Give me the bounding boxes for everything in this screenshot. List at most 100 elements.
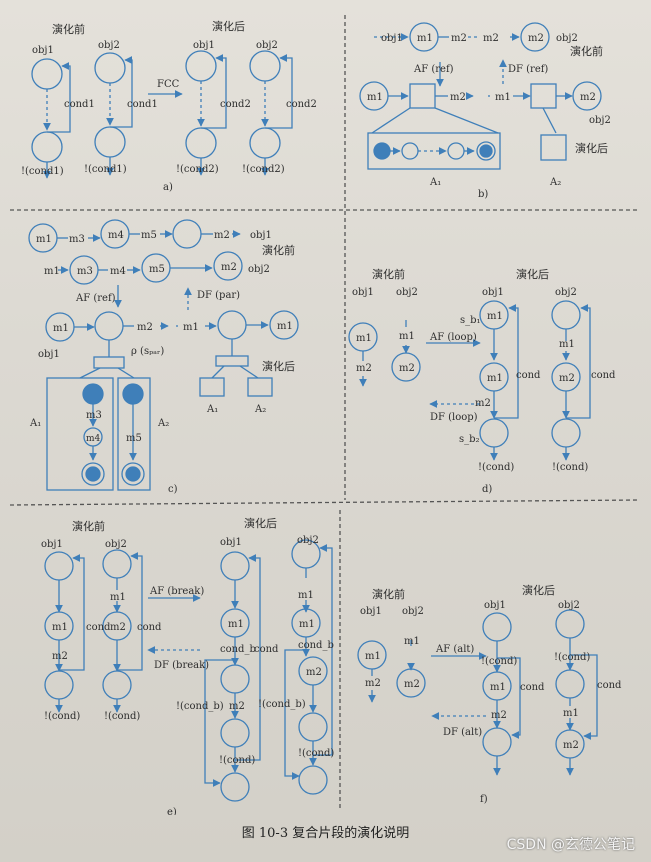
c-obj1-b: obj1 — [38, 349, 60, 360]
d-m1: m1 — [356, 333, 372, 344]
e-obj1: obj1 — [41, 539, 63, 550]
d-notcond-a: !(cond) — [478, 462, 514, 473]
watermark: CSDN @玄德公笔记 — [506, 837, 635, 853]
f-m1-d: m1 — [563, 708, 579, 719]
d-notcond-b: !(cond) — [552, 462, 588, 473]
d-label: d) — [482, 484, 492, 495]
c-rho-label: ρ (sₚₐᵣ) — [131, 346, 164, 357]
b-obj2-after: obj2 — [589, 115, 611, 126]
e-m1-e: m1 — [299, 619, 315, 630]
b-a1: A₁ — [429, 177, 441, 188]
f-label: f) — [480, 794, 488, 805]
d-cond-b: cond — [591, 370, 616, 381]
d-obj1: obj1 — [352, 287, 374, 298]
b-obj2: obj2 — [556, 33, 578, 44]
f-df-label: DF (alt) — [443, 727, 482, 738]
e-cond-a: cond — [86, 622, 111, 633]
e-af-label: AF (break) — [149, 586, 204, 597]
e-m1-a: m1 — [110, 592, 126, 603]
d-af-label: AF (loop) — [429, 332, 477, 343]
e-notcondb-a: !(cond_b) — [176, 701, 224, 712]
f-m1-b: m1 — [365, 651, 381, 662]
f-m2-d: m2 — [563, 740, 579, 751]
e-notcond-a: !(cond) — [44, 711, 80, 722]
c-a2: A₂ — [157, 418, 169, 429]
e-m1-d: m1 — [228, 619, 244, 630]
f-cond-b: cond — [597, 680, 622, 691]
e-m1-c: m1 — [52, 622, 68, 633]
d-after-title: 演化后 — [516, 267, 549, 281]
e-cond-c: cond — [254, 644, 279, 655]
e-obj1-after: obj1 — [220, 537, 242, 548]
f-before-title: 演化前 — [372, 587, 405, 601]
c-before-title: 演化前 — [262, 243, 295, 257]
d-obj2: obj2 — [396, 287, 418, 298]
a-cond1-a: cond1 — [64, 99, 95, 110]
c-m1: m1 — [36, 234, 52, 245]
d-m2-c: m2 — [559, 373, 575, 384]
d-m2-b: m2 — [399, 363, 415, 374]
e-cond-b: cond — [137, 622, 162, 633]
e-obj2-after: obj2 — [297, 535, 319, 546]
c-after-title: 演化后 — [262, 359, 295, 373]
e-notcondb-b: !(cond_b) — [258, 699, 306, 710]
c-df-label: DF (par) — [197, 290, 240, 301]
e-df-label: DF (break) — [154, 660, 209, 671]
e-m2-a: m2 — [110, 622, 126, 633]
e-m2-b: m2 — [52, 651, 68, 662]
f-m2-c: m2 — [491, 710, 507, 721]
f-cond-a: cond — [520, 682, 545, 693]
b-af-label: AF (ref) — [413, 64, 454, 75]
c-a2-b: A₂ — [254, 404, 266, 415]
f-af-label: AF (alt) — [435, 644, 474, 655]
c-obj2: obj2 — [248, 264, 270, 275]
b-m2-b: m2 — [483, 33, 499, 44]
a-cond2-a: cond2 — [220, 99, 251, 110]
e-condb-b: cond_b — [298, 640, 334, 651]
f-obj1-after: obj1 — [484, 600, 506, 611]
a-before-title: 演化前 — [52, 22, 85, 36]
a-cond2-b: cond2 — [286, 99, 317, 110]
b-m2-c: m2 — [528, 33, 544, 44]
a-after-title: 演化后 — [212, 19, 245, 33]
d-before-title: 演化前 — [372, 267, 405, 281]
b-m2: m2 — [451, 33, 467, 44]
d-sb2: s_b₂ — [459, 434, 480, 445]
a-notcond1-b: !(cond1) — [84, 164, 127, 175]
c-m4: m4 — [108, 230, 124, 241]
c-a1-b: A₁ — [206, 404, 218, 415]
b-obj1: obj1 — [381, 33, 403, 44]
f-m1: m1 — [404, 636, 420, 647]
e-m2-d: m2 — [229, 701, 245, 712]
f-after-title: 演化后 — [522, 583, 555, 597]
e-before-title: 演化前 — [72, 519, 105, 533]
c-m2-b: m2 — [221, 262, 237, 273]
e-m1-b: m1 — [298, 590, 314, 601]
a-notcond2-b: !(cond2) — [242, 164, 285, 175]
b-m2-d: m2 — [450, 92, 466, 103]
c-m2: m2 — [214, 230, 230, 241]
f-notcond-a: !(cond) — [481, 656, 517, 667]
b-df-label: DF (ref) — [508, 64, 548, 75]
c-m1-c: m1 — [53, 323, 69, 334]
e-notcond-d: !(cond) — [298, 748, 334, 759]
d-m1-b: m1 — [399, 331, 415, 342]
d-m1-c: m1 — [487, 311, 503, 322]
a-label: a) — [163, 182, 173, 193]
a-obj2-after: obj2 — [256, 40, 278, 51]
f-obj1: obj1 — [360, 606, 382, 617]
c-m1-b: m1 — [44, 266, 60, 277]
divider-h2 — [9, 499, 641, 506]
f-m1-c: m1 — [490, 682, 506, 693]
a-fcc-label: FCC — [157, 79, 180, 90]
c-m5: m5 — [141, 230, 157, 241]
f-obj2: obj2 — [402, 606, 424, 617]
d-sb1: s_b₁ — [460, 315, 481, 326]
c-m3-b: m3 — [77, 266, 93, 277]
f-obj2-after: obj2 — [558, 600, 580, 611]
c-m2-c: m2 — [137, 322, 153, 333]
a-notcond2-a: !(cond2) — [176, 164, 219, 175]
e-m2-c: m2 — [306, 667, 322, 678]
e-condb-a: cond_b — [220, 644, 256, 655]
